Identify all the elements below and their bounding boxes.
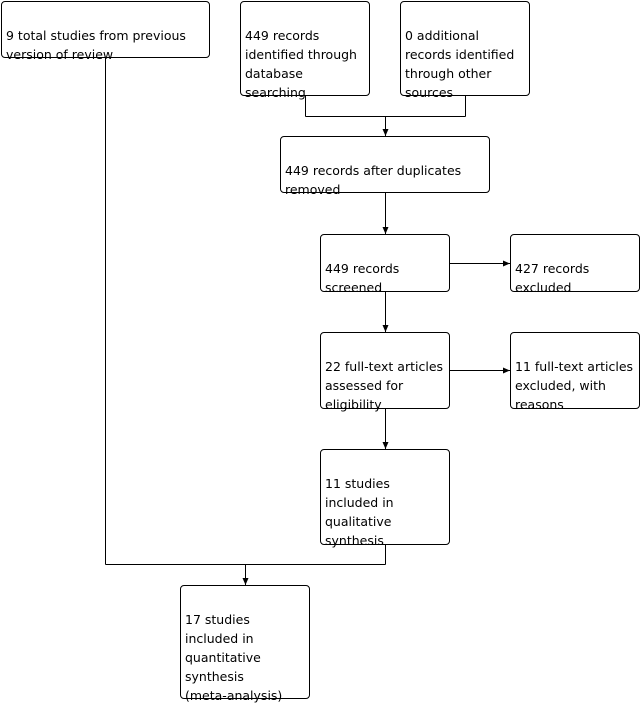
qualitative-synthesis-box: 11 studies included in qualitative synth… [320,449,450,548]
fulltext-excluded-box: 11 full-text articles excluded, with rea… [510,332,640,412]
fulltext-excluded-text: 11 full-text articles excluded, with rea… [515,359,634,412]
screened-box: 449 records screened [320,234,450,295]
after-duplicates-text: 449 records after duplicates removed [285,163,462,197]
previous-review-text: 9 total studies from previous version of… [6,28,186,62]
quantitative-synthesis-text: 17 studies included in quantitative synt… [185,612,283,703]
fulltext-assessed-text: 22 full-text articles assessed for eligi… [325,359,444,412]
excluded-box: 427 records excluded [510,234,640,295]
fulltext-assessed-box: 22 full-text articles assessed for eligi… [320,332,450,412]
other-sources-text: 0 additional records identified through … [405,28,515,100]
database-search-box: 449 records identified through database … [240,1,370,100]
screened-text: 449 records screened [325,261,400,295]
quantitative-synthesis-box: 17 studies included in quantitative synt… [180,585,310,703]
excluded-text: 427 records excluded [515,261,590,295]
after-duplicates-box: 449 records after duplicates removed [280,136,490,197]
database-search-text: 449 records identified through database … [245,28,357,100]
previous-review-box: 9 total studies from previous version of… [1,1,210,62]
qualitative-synthesis-text: 11 studies included in qualitative synth… [325,476,394,548]
other-sources-box: 0 additional records identified through … [400,1,530,100]
